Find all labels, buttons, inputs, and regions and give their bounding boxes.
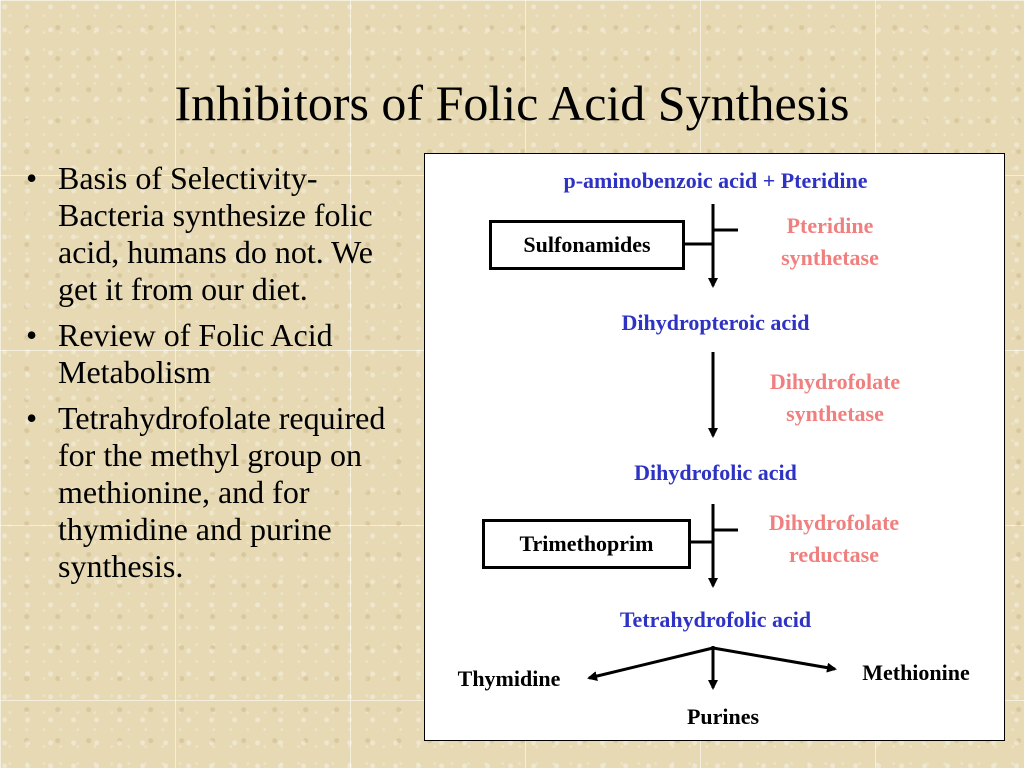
enzyme-label-1-line2: synthetase [781, 245, 879, 270]
bullet-dot-icon: • [26, 400, 38, 436]
bullet-text: Review of Folic Acid Metabolism [58, 317, 333, 390]
product-label-2: Dihydrofolic acid [634, 460, 797, 485]
output-purines: Purines [686, 704, 760, 729]
substrate-label: p-aminobenzoic acid + Pteridine [563, 168, 868, 193]
enzyme-label-3: Dihydrofolate reductase [739, 510, 929, 568]
product-label-3: Tetrahydrofolic acid [619, 607, 812, 632]
output-methionine: Methionine [862, 660, 970, 685]
enzyme-label-2-line2: synthetase [786, 401, 884, 426]
inhibitor-box-trimethoprim: Trimethoprim [482, 519, 691, 569]
enzyme-label-1: Pteridine synthetase [735, 213, 925, 271]
arrow-to-methionine [712, 646, 837, 673]
bullet-item: • Review of Folic Acid Metabolism [22, 317, 412, 391]
enzyme-label-3-line2: reductase [788, 542, 880, 567]
arrow-to-thymidine [587, 646, 714, 681]
bullet-list: • Basis of Selectivity- Bacteria synthesi… [22, 160, 412, 594]
slide-title: Inhibitors of Folic Acid Synthesis [174, 75, 850, 131]
pathway-diagram: p-aminobenzoic acid + Pteridine Sulfonam… [424, 153, 1005, 741]
bullet-dot-icon: • [26, 160, 38, 196]
inhibitor-box-sulfonamides: Sulfonamides [489, 220, 685, 270]
bullet-dot-icon: • [26, 317, 38, 353]
bullet-item: • Tetrahydrofolate required for the methy… [22, 400, 412, 585]
product-label-1: Dihydropteroic acid [621, 310, 810, 335]
output-thymidine: Thymidine [457, 666, 561, 691]
enzyme-label-3-line1: Dihydrofolate [768, 510, 900, 535]
bullet-text: Tetrahydrofolate required for the methyl… [58, 400, 386, 584]
enzyme-label-1-line1: Pteridine [786, 213, 874, 238]
pathway-arrows [587, 204, 837, 690]
bullet-item: • Basis of Selectivity- Bacteria synthesi… [22, 160, 412, 308]
enzyme-label-2: Dihydrofolate synthetase [740, 369, 930, 427]
enzyme-label-2-line1: Dihydrofolate [769, 369, 901, 394]
bullet-text: Basis of Selectivity- Bacteria synthesiz… [58, 160, 373, 307]
